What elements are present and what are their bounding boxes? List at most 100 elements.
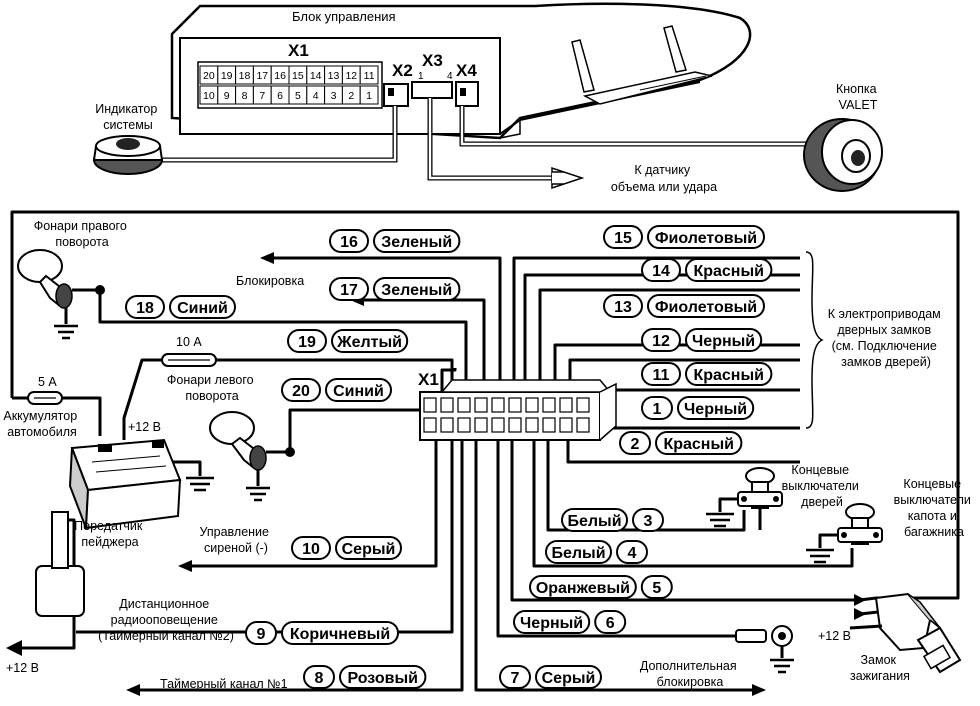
hood-switches-label: Концевые выключатели капота и багажника [894,477,975,539]
wire-number: 9 [257,626,266,643]
right-turn-lamp-icon [17,249,105,340]
x1-pin-number: 20 [203,70,215,82]
wire-label-16: 16 Зеленый [329,229,461,253]
wire-number: 3 [644,513,653,530]
x1-slot [491,397,505,413]
wire-number: 14 [652,263,670,280]
connector-x3-label: X3 [422,51,443,70]
wire-color: Желтый [336,334,402,351]
siren-label: Управление сиреной (-) [200,525,273,555]
x1-slot [559,417,573,433]
wire-color-pill [373,229,461,253]
wire-number-pill [499,665,531,689]
x1-slot [440,417,454,433]
wire-number-pill [594,610,627,634]
door-locks-label: К электроприводам дверных замков (см. По… [828,307,945,369]
door-switch-icon [706,467,783,530]
wire-number-pill [641,258,681,282]
connector-x2-label: X2 [392,61,413,80]
fuse-10a-label: 10 А [176,335,202,349]
x1-slot [576,417,590,433]
wire-color: Коричневый [290,626,390,643]
x1-slot [457,397,471,413]
sensor-label: К датчику объема или удара [611,163,717,194]
x1-slot [508,417,522,433]
wire-number-pill [603,225,643,249]
x1-pin-number: 2 [348,90,354,102]
control-unit-title: Блок управления [292,9,396,24]
x1-slot [542,397,556,413]
wire-color: Фиолетовый [655,299,757,316]
door-locks-brace [805,251,824,429]
connector-x3-pin4: 4 [447,71,453,82]
x1-slot [423,397,437,413]
x1-pin-number: 19 [221,70,233,82]
x1-pin-number: 1 [366,90,372,102]
x1-pin-number: 7 [259,90,265,102]
wire-color: Зеленый [381,234,452,251]
wire-color-pill [281,621,399,645]
wire-color: Синий [177,300,228,317]
x1-slot [542,417,556,433]
wire-number-pill [281,378,321,402]
wire-color-pill [677,396,755,420]
fuse-5a-label: 5 А [38,375,57,389]
arrows [6,252,766,696]
wire-color-pill [545,540,612,564]
wire-color-pill [529,575,637,599]
wire-number: 16 [340,234,358,251]
wire-number: 2 [631,436,640,453]
wire-number: 17 [340,282,358,299]
valet-label: Кнопка VALET [836,82,880,112]
wire-color-pill [335,536,402,560]
wire-color-pill [325,378,392,402]
wire-color-pill [331,329,409,353]
x1-slot [508,397,522,413]
x1-pin-number: 6 [277,90,283,102]
plus12-left-label: +12 В [6,661,39,675]
wire-color: Черный [520,615,583,632]
wire-color-pill [373,277,461,301]
valet-button-icon [803,118,883,192]
wire-color-pill [647,225,765,249]
x1-pin-number: 5 [295,90,301,102]
x1-pin-number: 13 [328,70,340,82]
x1-main-connector [419,379,617,441]
wire-color: Красный [663,436,734,453]
x1-pin-cell [359,85,379,105]
wire-color: Красный [693,367,764,384]
wire-color-pill [513,610,591,634]
timer1-label: Таймерный канал №1 [160,677,288,691]
wire-color-pill [685,362,773,386]
extra-lock-contact-icon [735,625,794,674]
wire-color: Серый [342,541,396,558]
wire-number-pill [245,621,277,645]
right-turn-label: Фонари правого поворота [34,219,131,249]
x1-pin-number: 10 [203,90,215,102]
battery-label: Аккумулятор автомобиля [3,409,80,439]
wire-color: Фиолетовый [655,230,757,247]
indicator-led-icon [92,135,164,175]
wire-color-pill [535,665,602,689]
x1-slot [576,397,590,413]
connector-x1-label: X1 [288,41,309,60]
x1-pin-number: 15 [292,70,304,82]
x1-slot [525,397,539,413]
wire-color-pill [655,431,743,455]
wire-number: 1 [653,401,662,418]
wire-number-pill [603,294,643,318]
wire-number-pill [619,431,651,455]
wire-label-2: 2 Красный [619,431,743,455]
wire-number-pill [303,665,335,689]
wire-number: 19 [298,334,316,351]
